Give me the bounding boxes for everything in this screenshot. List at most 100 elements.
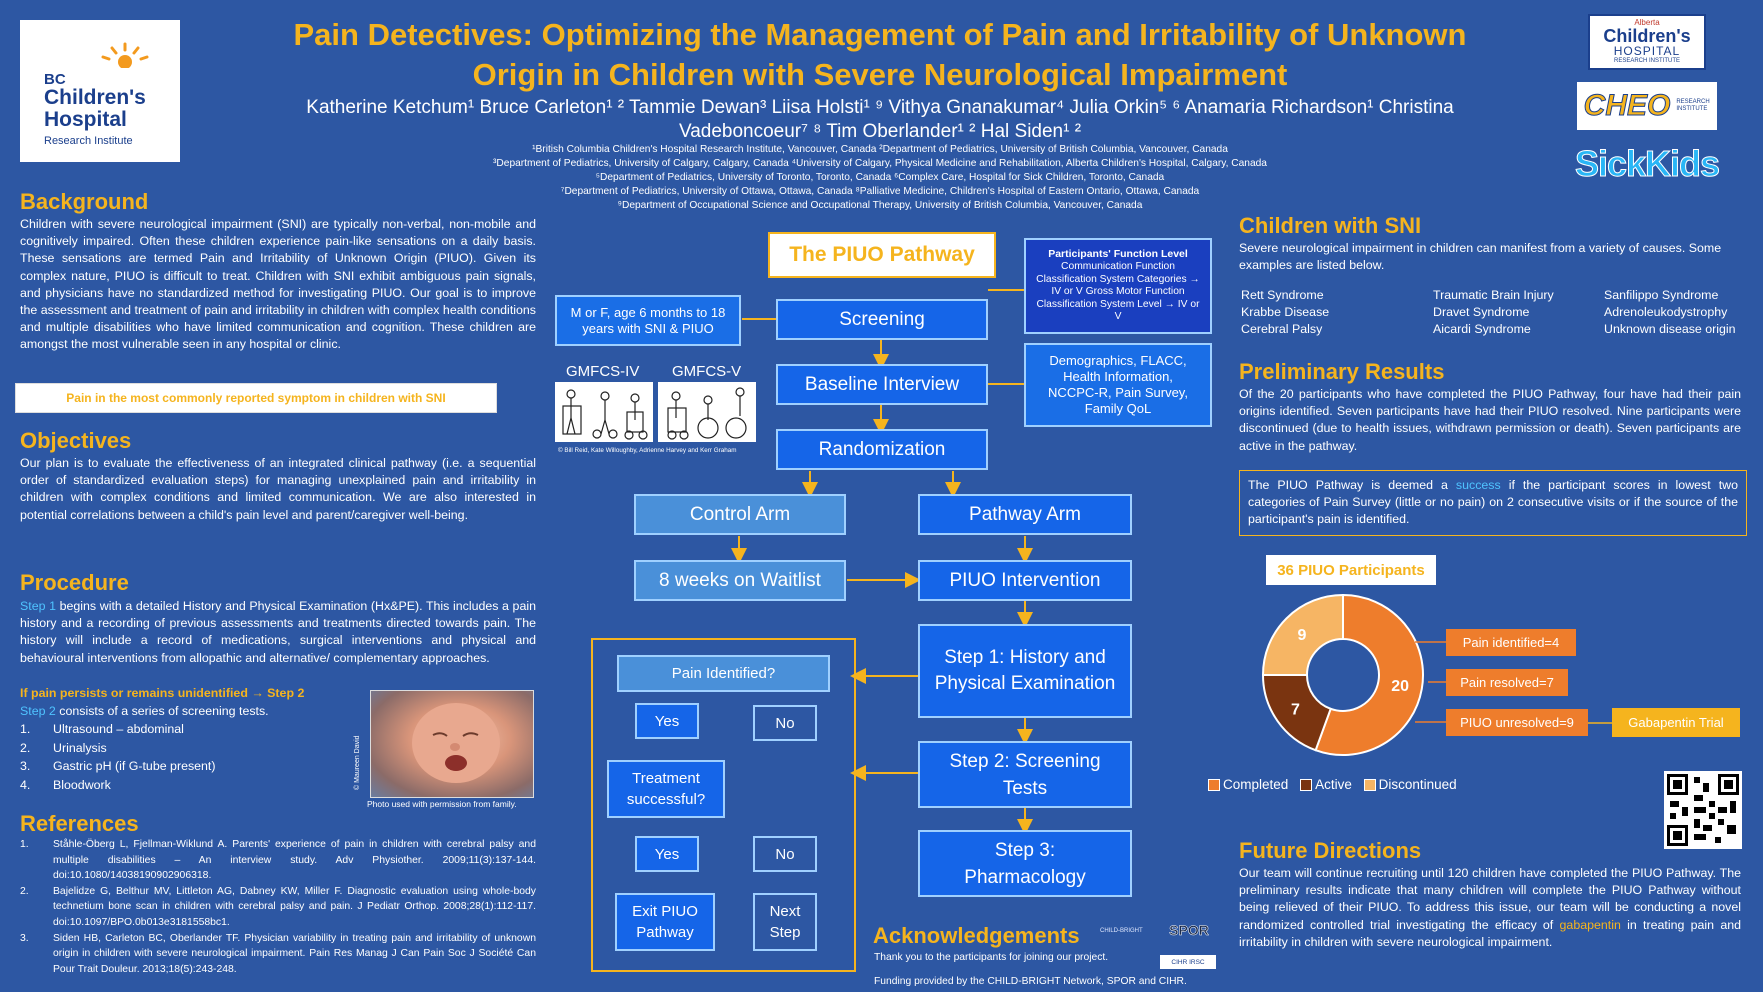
childbright-logo: CHILD-BRIGHT <box>1100 920 1160 942</box>
pain-resolved-label: Pain resolved=7 <box>1446 669 1568 696</box>
control-arm-box: Control Arm <box>634 494 846 535</box>
alberta-logo-line1: Children's <box>1603 26 1691 46</box>
procedure-step2: Step 2 consists of a series of screening… <box>20 703 360 720</box>
participants-label: 36 PIUO Participants <box>1266 555 1436 585</box>
sun-icon <box>101 42 149 68</box>
bc-logo-line3: Hospital <box>44 107 127 131</box>
authors-line2: Vadeboncoeur⁷ ⁸ Tim Oberlander¹ ² Hal Si… <box>678 121 1082 142</box>
donut-slice-active-label: 7 <box>1291 701 1300 718</box>
donut-slice-discontinued-label: 9 <box>1298 627 1307 644</box>
sni-causes-col1: Rett Syndrome Krabbe Disease Cerebral Pa… <box>1241 287 1329 338</box>
participants-label-text: 36 PIUO Participants <box>1277 561 1425 579</box>
pathway-title: The PIUO Pathway <box>768 232 996 278</box>
alberta-logo-small: Alberta <box>1634 18 1660 27</box>
qr-code <box>1664 771 1742 849</box>
function-level-title: Participants' Function Level <box>1048 248 1188 261</box>
acknowledgements-heading: Acknowledgements <box>873 923 1080 948</box>
wheelchair-figures-icon <box>667 387 747 440</box>
poster-title-line1: Pain Detectives: Optimizing the Manageme… <box>293 17 1467 52</box>
list-item: Rett Syndrome <box>1241 288 1324 302</box>
sickkids-logo: SickKids <box>1574 142 1720 186</box>
affiliation-line: ⁹Department of Occupational Science and … <box>617 200 1143 211</box>
donut-slice-completed-label: 20 <box>1391 678 1409 695</box>
screening-box: Screening <box>776 299 988 340</box>
donut-slice-active <box>1261 674 1332 752</box>
preliminary-heading: Preliminary Results <box>1239 359 1445 384</box>
cheo-logo: CHEO RESEARCH INSTITUTE <box>1577 82 1717 130</box>
background-text: Children with severe neurological impair… <box>20 217 536 352</box>
future-gabapentin: gabapentin <box>1559 917 1621 932</box>
pathway-arm-box: Pathway Arm <box>918 494 1132 535</box>
children-sni-heading: Children with SNI <box>1239 213 1422 238</box>
step2-text: consists of a series of screening tests. <box>55 704 269 718</box>
affiliation-line: ⁷Department of Pediatrics, University of… <box>560 186 1200 197</box>
gmfcs5-illustration <box>658 382 756 442</box>
list-item: Traumatic Brain Injury <box>1433 288 1554 302</box>
eligibility-box: M or F, age 6 months to 18 years with SN… <box>555 295 741 346</box>
next-step-box: Next Step <box>753 893 817 951</box>
references-list: 1.Ståhle-Öberg L, Fjellman-Wiklund A. Pa… <box>20 837 536 977</box>
list-item: Adrenoleukodystrophy <box>1604 305 1728 319</box>
list-item: Krabbe Disease <box>1241 305 1330 319</box>
list-item: Aicardi Syndrome <box>1433 322 1531 336</box>
cheo-logo-sub: RESEARCH INSTITUTE <box>1676 99 1710 112</box>
objectives-text: Our plan is to evaluate the effectivenes… <box>20 456 536 522</box>
piuo-unresolved-label: PIUO unresolved=9 <box>1446 709 1588 736</box>
photo-caption: Photo used with permission from family. <box>367 799 517 809</box>
gmfcs4-illustration <box>555 382 653 442</box>
authors-line1: Katherine Ketchum¹ Bruce Carleton¹ ² Tam… <box>306 97 1454 118</box>
yes-box: Yes <box>635 703 699 739</box>
acknowledgements-line1: Thank you to the participants for joinin… <box>874 952 1109 963</box>
success-post: if the participant scores in lowest two … <box>1248 478 1738 527</box>
qr-code-icon <box>1664 771 1742 849</box>
children-sni-intro: Severe neurological impairment in childr… <box>1239 241 1722 273</box>
poster-title-line2: Origin in Children with Severe Neurologi… <box>472 57 1288 92</box>
donut-slice-completed <box>1314 593 1424 756</box>
background-callout-text: Pain in the most commonly reported sympt… <box>66 391 446 405</box>
legend-item-discontinued: Discontinued <box>1363 777 1457 792</box>
affiliation-line: ¹British Columbia Children's Hospital Re… <box>532 144 1228 155</box>
list-item: 3.Gastric pH (if G-tube present) <box>20 759 216 773</box>
pain-identified-label: Pain identified=4 <box>1446 629 1576 656</box>
legend-item-active: Active <box>1300 777 1352 792</box>
alberta-logo-line2: HOSPITAL <box>1613 44 1681 58</box>
objectives-heading: Objectives <box>20 428 132 453</box>
list-item: 1.Ultrasound – abdominal <box>20 722 184 736</box>
baseline-detail-box: Demographics, FLACC, Health Information,… <box>1024 343 1212 427</box>
procedure-step1: Step 1 begins with a detailed History an… <box>20 598 536 667</box>
no-box: No <box>753 836 817 872</box>
screening-tests-list: 1.Ultrasound – abdominal 2.Urinalysis 3.… <box>20 720 340 794</box>
step2-label: Step 2 <box>20 704 56 718</box>
treatment-successful-box: Treatment successful? <box>607 760 725 818</box>
bc-logo-line1: BC <box>44 70 66 88</box>
list-item: 4.Bloodwork <box>20 777 111 792</box>
legend-item-completed: Completed <box>1208 777 1288 792</box>
step2-box: Step 2: Screening Tests <box>918 741 1132 808</box>
pathway-title-text: The PIUO Pathway <box>789 243 975 266</box>
step1-label: Step 1 <box>20 599 56 613</box>
affiliation-line: ⁵Department of Pediatrics, University of… <box>595 172 1165 183</box>
list-item: 3.Siden HB, Carleton BC, Oberlander TF. … <box>20 932 536 975</box>
bc-childrens-logo: BC Children's Hospital Research Institut… <box>20 20 180 162</box>
future-text-post: in treating pain and irritability in chi… <box>1239 917 1741 949</box>
spor-logo: SPOR <box>1164 919 1214 941</box>
function-level-box: Participants' Function Level Communicati… <box>1024 238 1212 334</box>
list-item: 2.Urinalysis <box>20 740 107 755</box>
cihr-logo: CIHR IRSC <box>1160 955 1216 969</box>
baby-photo <box>370 690 534 798</box>
list-item: Unknown disease origin <box>1604 322 1736 336</box>
success-pre: The PIUO Pathway is deemed a <box>1248 478 1456 492</box>
sni-causes-col2: Traumatic Brain Injury Dravet Syndrome A… <box>1433 287 1554 338</box>
list-item: 1.Ståhle-Öberg L, Fjellman-Wiklund A. Pa… <box>20 839 536 882</box>
list-item: Sanfilippo Syndrome <box>1604 288 1719 302</box>
procedure-persist: If pain persists or remains unidentified… <box>20 686 305 700</box>
alberta-logo-sub: RESEARCH INSTITUTE <box>1613 58 1680 64</box>
background-callout: Pain in the most commonly reported sympt… <box>15 383 497 413</box>
cihr-logo-text: CIHR IRSC <box>1171 958 1205 966</box>
bc-logo-line4: Research Institute <box>44 134 133 147</box>
walker-figures-icon <box>562 389 648 440</box>
sickkids-logo-text: SickKids <box>1574 143 1720 185</box>
future-text: Our team will continue recruiting until … <box>1239 865 1741 951</box>
